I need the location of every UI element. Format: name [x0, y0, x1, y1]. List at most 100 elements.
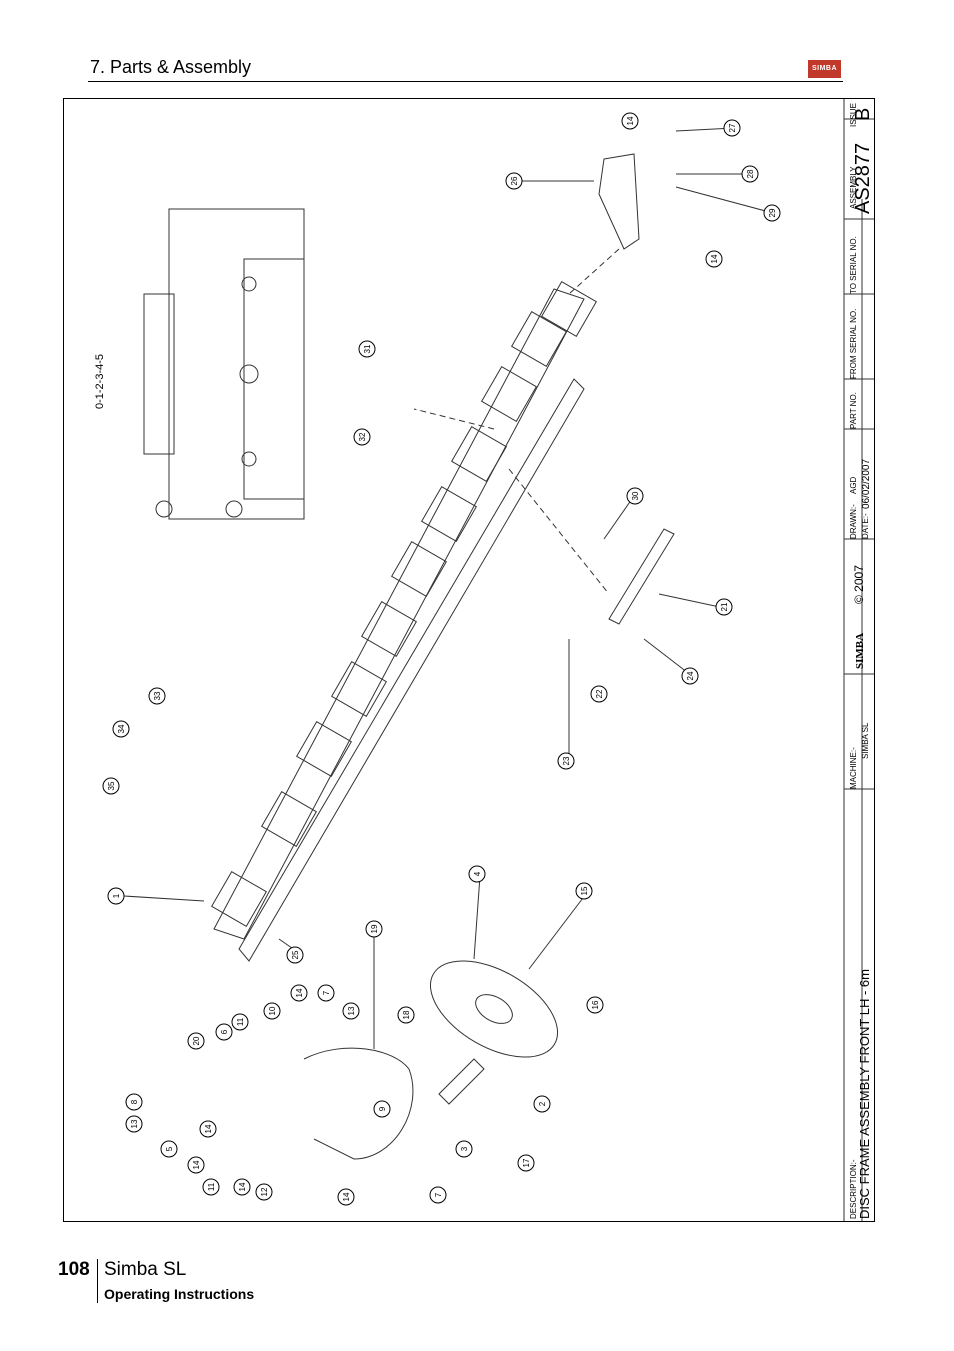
- balloon-number: 6: [220, 1029, 229, 1034]
- balloon-number: 28: [746, 169, 755, 178]
- part-balloon: 18: [397, 1006, 415, 1024]
- balloon-number: 15: [580, 886, 589, 895]
- issue-letter: B: [852, 107, 874, 121]
- balloon-number: 13: [347, 1006, 356, 1015]
- part-balloon: 14: [290, 984, 308, 1002]
- part-balloon: 22: [590, 685, 608, 703]
- balloon-number: 14: [204, 1124, 213, 1133]
- part-balloon: 14: [621, 112, 639, 130]
- part-balloon: 19: [365, 920, 383, 938]
- balloon-number: 14: [238, 1182, 247, 1191]
- part-balloon: 15: [575, 882, 593, 900]
- balloon-number: 23: [562, 756, 571, 765]
- part-balloon: 14: [337, 1188, 355, 1206]
- balloon-number: 11: [207, 1182, 216, 1191]
- part-balloon: 29: [763, 204, 781, 222]
- description-text: DISC FRAME ASSEMBLY FRONT LH - 6m: [857, 969, 872, 1219]
- part-balloon: 6: [215, 1023, 233, 1041]
- part-balloon: 14: [233, 1178, 251, 1196]
- balloon-number: 17: [522, 1158, 531, 1167]
- part-balloons: 1427262829143132302124222333343512541516…: [102, 112, 781, 1206]
- part-balloon: 7: [429, 1186, 447, 1204]
- product-name: Simba SL: [104, 1259, 187, 1280]
- balloon-number: 7: [322, 990, 331, 995]
- balloon-number: 7: [434, 1192, 443, 1197]
- part-balloon: 32: [353, 428, 371, 446]
- part-balloon: 11: [202, 1178, 220, 1196]
- part-balloon: 13: [125, 1115, 143, 1133]
- part-balloon: 28: [741, 165, 759, 183]
- balloon-number: 25: [291, 950, 300, 959]
- balloon-number: 33: [153, 691, 162, 700]
- balloon-number: 1: [112, 893, 121, 898]
- part-balloon: 4: [468, 865, 486, 883]
- part-balloon: 24: [681, 667, 699, 685]
- part-balloon: 35: [102, 777, 120, 795]
- copyright: © 2007: [852, 565, 866, 604]
- balloon-number: 19: [370, 924, 379, 933]
- document-subtitle: Operating Instructions: [104, 1286, 255, 1302]
- part-balloon: 13: [342, 1002, 360, 1020]
- balloon-number: 35: [107, 781, 116, 790]
- part-balloon: 21: [715, 598, 733, 616]
- balloon-number: 22: [595, 689, 604, 698]
- balloon-number: 8: [130, 1099, 139, 1104]
- balloon-number: 12: [260, 1187, 269, 1196]
- part-no-label: PART NO.: [849, 392, 858, 429]
- balloon-number: 20: [192, 1036, 201, 1045]
- part-balloon: 31: [358, 340, 376, 358]
- balloon-number: 4: [473, 871, 482, 876]
- part-balloon: 20: [187, 1032, 205, 1050]
- balloon-number: 9: [378, 1106, 387, 1111]
- part-balloon: 3: [455, 1140, 473, 1158]
- header-rule: [88, 81, 843, 82]
- from-serial-label: FROM SERIAL NO.: [849, 308, 858, 379]
- footer-divider: [97, 1259, 98, 1303]
- date-label: DATE:-: [861, 513, 870, 539]
- balloon-number: 10: [268, 1006, 277, 1015]
- part-balloon: 2: [533, 1095, 551, 1113]
- date-value: 06/02/2007: [861, 458, 872, 509]
- balloon-number: 13: [130, 1119, 139, 1128]
- balloon-number: 18: [402, 1010, 411, 1019]
- balloon-number: 31: [363, 344, 372, 353]
- part-balloon: 33: [148, 687, 166, 705]
- part-balloon: 14: [187, 1156, 205, 1174]
- balloon-number: 14: [342, 1192, 351, 1201]
- balloon-number: 2: [538, 1101, 547, 1106]
- to-serial-label: TO SERIAL NO.: [849, 236, 858, 294]
- balloon-number: 5: [165, 1146, 174, 1151]
- part-balloon: 16: [586, 996, 604, 1014]
- scale-label: 0-1-2-3-4-5: [94, 353, 106, 409]
- machine-value: SIMBA SL: [861, 722, 870, 759]
- drawn-label: DRAWN:-: [849, 504, 858, 539]
- part-balloon: 7: [317, 984, 335, 1002]
- part-balloon: 25: [286, 946, 304, 964]
- balloon-number: 14: [710, 254, 719, 263]
- balloon-number: 14: [192, 1160, 201, 1169]
- balloon-number: 34: [117, 724, 126, 733]
- part-balloon: 23: [557, 752, 575, 770]
- exploded-assembly-drawing: 1427262829143132302124222333343512541516…: [102, 99, 874, 1221]
- part-balloon: 27: [723, 119, 741, 137]
- part-balloon: 10: [263, 1002, 281, 1020]
- balloon-number: 29: [768, 208, 777, 217]
- simba-brand-mark: SIMBA: [854, 632, 866, 669]
- part-balloon: 34: [112, 720, 130, 738]
- simba-logo: SIMBA: [808, 60, 841, 78]
- assembly-number: AS2877: [852, 142, 874, 214]
- balloon-number: 24: [686, 671, 695, 680]
- drawn-value: AGD: [849, 476, 858, 494]
- balloon-number: 14: [626, 116, 635, 125]
- part-balloon: 12: [255, 1183, 273, 1201]
- part-balloon: 26: [505, 172, 523, 190]
- part-balloon: 30: [626, 487, 644, 505]
- balloon-number: 27: [728, 123, 737, 132]
- part-balloon: 11: [231, 1013, 249, 1031]
- page-number: 108: [58, 1259, 90, 1280]
- balloon-number: 26: [510, 176, 519, 185]
- balloon-number: 32: [358, 432, 367, 441]
- balloon-number: 30: [631, 491, 640, 500]
- part-balloon: 8: [125, 1093, 143, 1111]
